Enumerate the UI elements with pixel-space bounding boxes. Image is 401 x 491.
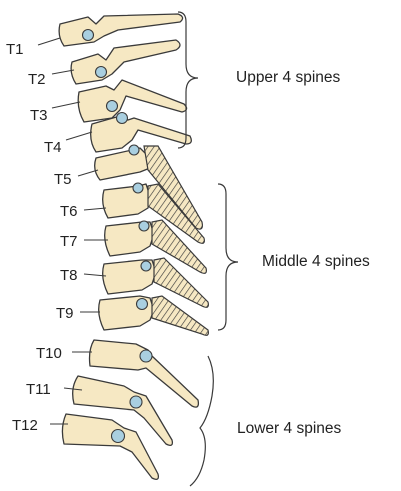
label-t5: T5 <box>54 171 72 188</box>
label-t10: T10 <box>36 345 62 362</box>
label-t4: T4 <box>44 139 62 156</box>
upper-group-brace <box>178 12 198 148</box>
label-t6: T6 <box>60 203 78 220</box>
label-t3: T3 <box>30 107 48 124</box>
label-t2: T2 <box>28 71 46 88</box>
label-t11: T11 <box>26 381 51 398</box>
label-t8: T8 <box>60 267 78 284</box>
vertebra-t3 <box>78 80 186 122</box>
lower-spines-label: Lower 4 spines <box>237 420 342 437</box>
vertebra-t2 <box>71 40 180 84</box>
middle-group-brace <box>218 184 238 330</box>
label-t7: T7 <box>60 233 78 250</box>
label-t9: T9 <box>56 305 74 322</box>
vertebra-t12 <box>62 414 158 479</box>
label-t1: T1 <box>6 41 24 58</box>
upper-spines-label: Upper 4 spines <box>236 69 341 86</box>
lower-group-brace <box>190 356 213 486</box>
middle-spines-label: Middle 4 spines <box>262 253 370 270</box>
vertebra-t9 <box>99 296 209 335</box>
label-t12: T12 <box>12 417 38 434</box>
